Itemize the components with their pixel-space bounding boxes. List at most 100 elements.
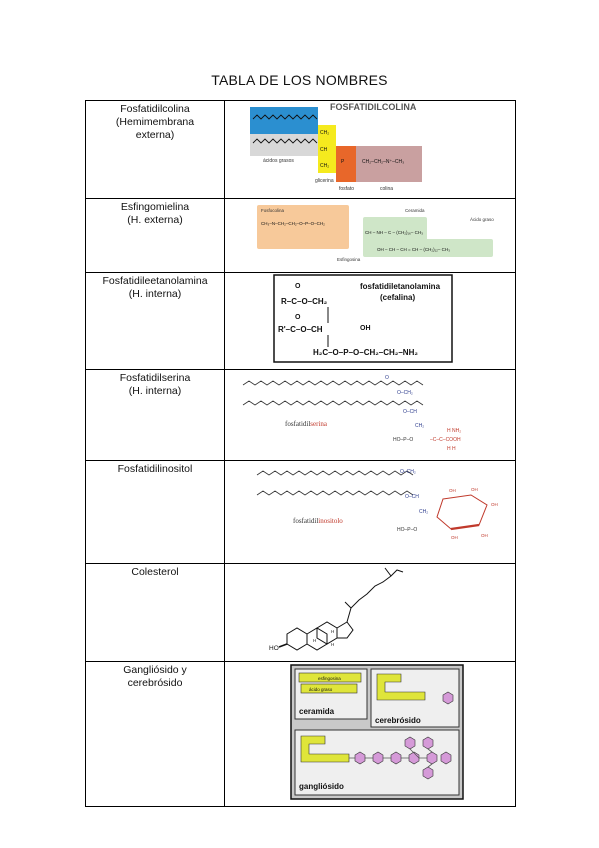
- gangliosido-label: gangliósido: [299, 782, 344, 791]
- pi-phosphate: HO–P–O: [397, 527, 417, 533]
- row-name-cell: Colesterol: [85, 563, 225, 662]
- pc-p-label: P: [341, 159, 345, 165]
- sugar-hexagon: [422, 766, 434, 780]
- figure-cell: Fosfocolina CH₃–N–CH₂–CH₂–O–P–O–CH₂ Cera…: [224, 198, 516, 273]
- ps-o: O: [385, 375, 389, 381]
- ceramida-label: ceramida: [299, 707, 335, 716]
- pc-chain-1: [252, 114, 318, 120]
- chol-h: H: [313, 638, 316, 643]
- row-name-line: cerebrósido: [127, 677, 183, 689]
- ganglioside-ceramide-shape: [300, 735, 350, 763]
- figure-cell: HO H H H: [224, 563, 516, 662]
- pc-glycerol-block: [318, 125, 336, 173]
- table-row: Fosfatidileetanolamina (H. interna) fosf…: [85, 272, 516, 370]
- sm-sphingosine-block: [375, 239, 493, 257]
- table-row: Esfingomielina (H. externa) Fosfocolina …: [85, 198, 516, 273]
- cerebroside-ceramide-shape: [376, 673, 426, 701]
- cholesterol-diagram: HO H H H: [269, 567, 404, 652]
- sphingomyelin-diagram: Fosfocolina CH₃–N–CH₂–CH₂–O–P–O–CH₂ Cera…: [257, 205, 494, 262]
- pe-o-1: O: [295, 283, 301, 290]
- table-row: Fosfatidilserina (H. interna) O O–CH₂ O–…: [85, 369, 516, 461]
- chol-ring-a: [286, 627, 308, 651]
- ps-serine: –C–C–COOH: [430, 437, 461, 443]
- page-title: TABLA DE LOS NOMBRES: [211, 72, 388, 88]
- ps-ch2: CH₂: [415, 423, 424, 429]
- row-name-line: Fosfatidilinositol: [117, 463, 193, 475]
- fatty-acid-bar: [300, 683, 358, 694]
- pc-choline-formula: CH₂–CH₂–N⁺–CH₃: [362, 159, 404, 165]
- sm-esfingosina-label: Esfingosina: [337, 257, 361, 262]
- row-name-line: Esfingomielina: [120, 201, 190, 213]
- lipid-names-table: Fosfatidilcolina (Hemimembrana externa) …: [85, 100, 516, 807]
- row-name-cell: Fosfatidilcolina (Hemimembrana externa): [85, 100, 225, 199]
- table-row: Fosfatidilcolina (Hemimembrana externa) …: [85, 100, 516, 199]
- pe-row-1: R–C–O–CH₂: [281, 297, 328, 306]
- pc-ch-label: CH: [320, 147, 328, 153]
- ps-serine-bottom: H H: [447, 446, 456, 452]
- pi-oh: OH: [481, 533, 488, 538]
- ps-chain-2: [242, 400, 424, 406]
- row-name-line: (H. interna): [128, 288, 182, 300]
- pi-o-ch2: O–CH₂: [400, 469, 416, 475]
- pi-oh: OH: [451, 535, 458, 540]
- sugar-hexagon: [426, 751, 438, 765]
- pi-label-red: inositolo: [318, 517, 343, 525]
- figure-cell: fosfatidiletanolamina (cefalina) O R–C–O…: [224, 272, 516, 370]
- sugar-branch: [427, 748, 433, 753]
- phosphatidylcholine-diagram: FOSFATIDILCOLINA ácidos grasos CH₂ CH CH…: [250, 102, 422, 192]
- table-row: Colesterol HO H H H: [85, 563, 516, 662]
- ps-phosphate: HO–P–O: [393, 437, 413, 443]
- ps-o-ch2: O–CH₂: [397, 390, 413, 396]
- pi-oh: OH: [471, 487, 478, 492]
- chol-methyl: [344, 601, 352, 609]
- pc-fatty-acid-blue: [250, 107, 318, 134]
- row-name-line: (H. externa): [127, 214, 183, 226]
- sugar-branch: [409, 748, 420, 759]
- table-row: Gangliósido y cerebrósido esfingosina ác…: [85, 661, 516, 807]
- pe-title-2: (cefalina): [380, 293, 415, 302]
- sm-acido-label: Ácido graso: [470, 216, 494, 222]
- ps-glycerol: O–CH: [403, 409, 417, 415]
- pi-inositol-ring: [436, 494, 488, 530]
- pe-oh: OH: [360, 325, 371, 332]
- pe-row-3: H₂C–O–P–O–CH₂–CH₂–NH₂: [313, 348, 418, 357]
- pe-frame: [273, 274, 453, 363]
- chol-ring-d: [336, 621, 354, 639]
- ps-label-red: serina: [310, 420, 328, 428]
- row-name-line: (Hemimembrana: [115, 116, 195, 128]
- pc-phosphate-block: [336, 146, 356, 182]
- sm-phosphocholine-block: [257, 205, 349, 249]
- pi-ch2: CH₂: [419, 509, 428, 515]
- figure-cell: O O–CH₂ O–CH CH₂ HO–P–O H NH₂ –C–C–COOH …: [224, 369, 516, 461]
- pc-ch2-label: CH₂: [320, 130, 329, 136]
- pc-colina-label: colina: [380, 186, 393, 192]
- sugar-hexagon: [404, 736, 416, 750]
- phosphatidylethanolamine-diagram: fosfatidiletanolamina (cefalina) O R–C–O…: [273, 274, 453, 363]
- pi-oh: OH: [491, 502, 498, 507]
- sm-formula-2: CH – NH – C – (CH₂)₁₆– CH₃: [365, 230, 423, 235]
- figure-cell: O–CH₂ O–CH CH₂ HO–P–O OH OH OH OH OH fos…: [224, 460, 516, 564]
- pc-title: FOSFATIDILCOLINA: [330, 102, 417, 112]
- pc-chain-2: [252, 138, 318, 144]
- row-name-line: Fosfatidileetanolamina: [102, 275, 208, 287]
- pi-chain-2: [256, 490, 414, 496]
- pc-acidos-label: ácidos grasos: [263, 158, 294, 164]
- row-name-line: Gangliósido y: [123, 664, 187, 676]
- pc-fosfato-label: fosfato: [339, 186, 354, 192]
- pc-ch2-label: CH₂: [320, 163, 329, 169]
- phosphatidylserine-diagram: O O–CH₂ O–CH CH₂ HO–P–O H NH₂ –C–C–COOH …: [242, 375, 461, 452]
- row-name-line: Fosfatidilcolina: [120, 103, 190, 115]
- ps-label: fosfatidilserina: [285, 420, 328, 428]
- row-name-cell: Fosfatidileetanolamina (H. interna): [85, 272, 225, 370]
- ps-label-black: fosfatidil: [285, 420, 310, 428]
- ceramide-esfingosina-label: esfingosina: [318, 676, 341, 681]
- chol-ho: HO: [269, 645, 279, 652]
- sugar-hexagon: [442, 691, 454, 705]
- sugar-hexagon: [408, 751, 420, 765]
- sm-ceramida-label: Ceramida: [405, 208, 425, 213]
- chol-methyl: [384, 567, 392, 577]
- pi-oh: OH: [449, 488, 456, 493]
- row-name-cell: Fosfatidilinositol: [85, 460, 225, 564]
- row-name-line: externa): [135, 129, 175, 141]
- sugar-hexagon: [390, 751, 402, 765]
